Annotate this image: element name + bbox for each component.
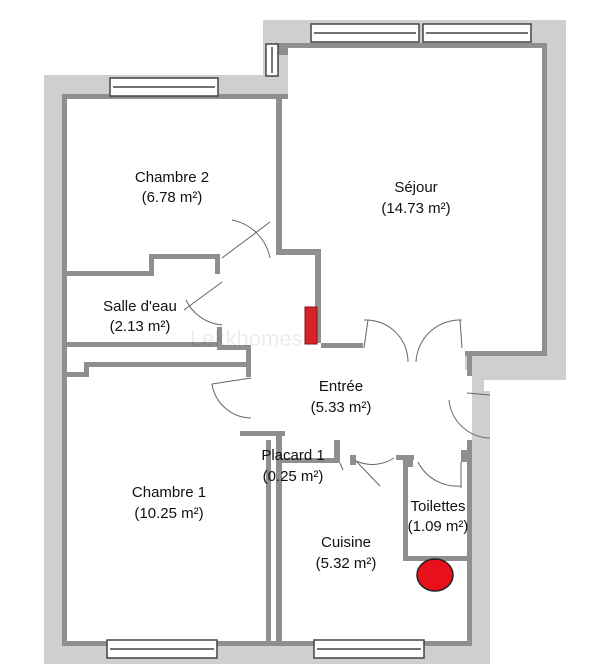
wall-sde-step [217, 345, 251, 350]
wall-sde-bottom [62, 342, 222, 347]
door-toilettes [417, 461, 462, 488]
room-salle-eau-area: (2.13 m²) [110, 318, 171, 335]
wall-top-right [288, 43, 547, 48]
door-chambre1 [211, 377, 252, 419]
wall-chambre1-right [266, 440, 271, 646]
wall-chambre2-sejour-2 [276, 94, 282, 249]
wall-right-lower [467, 356, 472, 376]
door-sejour-double [363, 319, 463, 363]
wall-placard-right [276, 436, 282, 642]
wall-chambre2-step-top [149, 254, 220, 259]
room-toilettes-area: (1.09 m²) [408, 518, 469, 535]
room-entree-name: Entrée [319, 378, 363, 395]
room-toilettes-name: Toilettes [410, 498, 465, 515]
inner-walls [62, 43, 547, 646]
room-cuisine-area: (5.32 m²) [316, 555, 377, 572]
wall-sde-right-bottom [217, 327, 222, 347]
wall-chambre1-top [62, 372, 84, 377]
room-entree-area: (5.33 m²) [311, 399, 372, 416]
door-placard [339, 462, 344, 471]
wall-chambre1-top-step [84, 362, 89, 377]
wall-sde-step-v [246, 345, 251, 367]
boiler [416, 558, 454, 592]
wall-sejour-entree-v [315, 255, 321, 343]
wall-placard-top [240, 431, 285, 436]
wall-chambre2-step [149, 254, 154, 276]
wall-right-step [465, 351, 547, 356]
door-entrance [448, 392, 491, 439]
room-chambre1-area: (10.25 m²) [134, 505, 203, 522]
watermark: Lekkhomes [190, 326, 303, 351]
room-sejour-name: Séjour [394, 179, 437, 196]
room-placard1-area: (0.25 m²) [263, 468, 324, 485]
windows [106, 23, 532, 659]
heater [304, 306, 318, 345]
wall-right [542, 43, 547, 356]
wall-chambre2-sejour [276, 43, 288, 55]
wall-chambre2-bottom [62, 271, 149, 276]
wall-wc-left [403, 455, 408, 561]
wall-sejour-entree [276, 249, 321, 255]
room-cuisine-name: Cuisine [321, 534, 371, 551]
room-salle-eau-name: Salle d'eau [103, 298, 177, 315]
wall-placard-bottom [276, 458, 340, 463]
wall-placard-stub [334, 440, 340, 463]
door-salle-eau [183, 281, 223, 326]
room-chambre1-name: Chambre 1 [132, 484, 206, 501]
room-placard1-name: Placard 1 [261, 447, 324, 464]
wall-chambre1-top-b [84, 362, 249, 367]
room-sejour-area: (14.73 m²) [381, 200, 450, 217]
room-chambre2-name: Chambre 2 [135, 169, 209, 186]
wall-wc-right-stub [461, 450, 467, 462]
wall-entree-top [321, 343, 363, 348]
wall-sde-right-top [215, 254, 220, 274]
doors [183, 219, 491, 488]
wall-chambre1-right-top [246, 362, 251, 377]
wall-kitchen-stub [350, 455, 356, 465]
door-chambre2 [221, 219, 271, 259]
wall-left [62, 94, 67, 646]
room-chambre2-area: (6.78 m²) [142, 189, 203, 206]
door-cuisine [355, 457, 395, 487]
room-labels: Chambre 2 (6.78 m²) Séjour (14.73 m²) Sa… [103, 169, 468, 572]
wall-wc-stub [408, 455, 413, 467]
wall-right-bottom [467, 440, 472, 646]
